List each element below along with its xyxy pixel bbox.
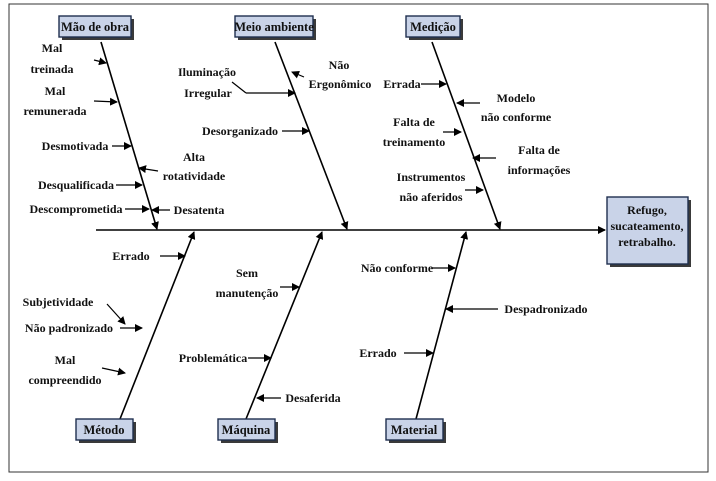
cause-label: Ergonômico xyxy=(309,77,372,91)
cause-arrow-mal-compreendido xyxy=(101,367,126,376)
cause-label: Errado xyxy=(112,249,149,263)
bone-maquina xyxy=(245,231,324,420)
category-metodo: Método xyxy=(75,418,136,443)
cause-label: Mal xyxy=(45,84,66,98)
cause-label: Falta de xyxy=(393,115,435,129)
cause-label: compreendido xyxy=(28,373,101,387)
category-meio-ambiente: Meio ambiente xyxy=(234,15,316,40)
cause-label: Desatenta xyxy=(174,203,225,217)
cause-label: remunerada xyxy=(23,104,86,118)
bone-meio-ambiente xyxy=(274,41,349,230)
category-maquina: Máquina xyxy=(217,418,278,443)
cause-arrow-subjetividade xyxy=(106,303,126,325)
cause-label: Mal xyxy=(42,41,63,55)
cause-label: não aferidos xyxy=(400,190,463,204)
effect-line-1: Refugo, xyxy=(627,203,667,217)
category-mao-de-obra: Mão de obra xyxy=(58,15,134,40)
cause-label: Descomprometida xyxy=(29,202,122,216)
cause-label: Instrumentos xyxy=(397,170,466,184)
cause-label: Desorganizado xyxy=(202,124,278,138)
bone-mao-de-obra xyxy=(100,41,159,230)
cause-label: Não xyxy=(329,58,350,72)
cause-label: Desaferida xyxy=(285,391,340,405)
diagram-frame xyxy=(8,3,709,473)
cause-label: Despadronizado xyxy=(504,302,587,316)
cause-label: Alta xyxy=(183,150,205,164)
category-label: Meio ambiente xyxy=(234,20,314,34)
cause-label: Subjetividade xyxy=(23,295,94,309)
category-medicao: Medição xyxy=(405,15,463,40)
cause-arrow-alta-rotatividade xyxy=(138,165,159,174)
cause-label: Problemática xyxy=(179,351,247,365)
cause-label: não conforme xyxy=(481,110,552,124)
cause-label: Não padronizado xyxy=(25,321,113,335)
cause-label: rotatividade xyxy=(163,169,226,183)
cause-arrow-mal-remunerada xyxy=(93,97,118,106)
cause-arrow-mal-treinada xyxy=(93,57,107,66)
cause-label: Desmotivada xyxy=(42,139,109,153)
category-label: Método xyxy=(84,423,125,437)
bone-material xyxy=(415,231,469,420)
cause-label: Modelo xyxy=(497,91,536,105)
cause-label: Iluminação xyxy=(178,65,236,79)
cause-label: Errada xyxy=(383,77,420,91)
cause-label: manutenção xyxy=(216,286,279,300)
cause-label: Sem xyxy=(236,266,258,280)
cause-label: Não conforme xyxy=(361,261,434,275)
category-label: Mão de obra xyxy=(61,20,130,34)
bone-medicao xyxy=(431,41,502,230)
bone-metodo xyxy=(119,231,196,420)
cause-label: Errado xyxy=(359,346,396,360)
cause-label: Mal xyxy=(55,353,76,367)
cause-label: Desqualificada xyxy=(38,178,114,192)
cause-arrow-nao-ergonomico xyxy=(291,71,305,79)
cause-arrow-iluminacao-lead xyxy=(231,81,247,94)
cause-label: Irregular xyxy=(184,86,232,100)
category-label: Medição xyxy=(410,20,456,34)
cause-label: Falta de xyxy=(518,143,560,157)
effect-line-3: retrabalho. xyxy=(618,235,675,249)
cause-label: treinamento xyxy=(383,135,445,149)
cause-label: informações xyxy=(508,163,571,177)
category-label: Máquina xyxy=(222,423,271,437)
category-label: Material xyxy=(391,423,438,437)
effect-box: Refugo, sucateamento, retrabalho. xyxy=(606,196,691,267)
category-material: Material xyxy=(385,418,446,443)
effect-line-2: sucateamento, xyxy=(611,219,684,233)
cause-label: treinada xyxy=(30,62,73,76)
